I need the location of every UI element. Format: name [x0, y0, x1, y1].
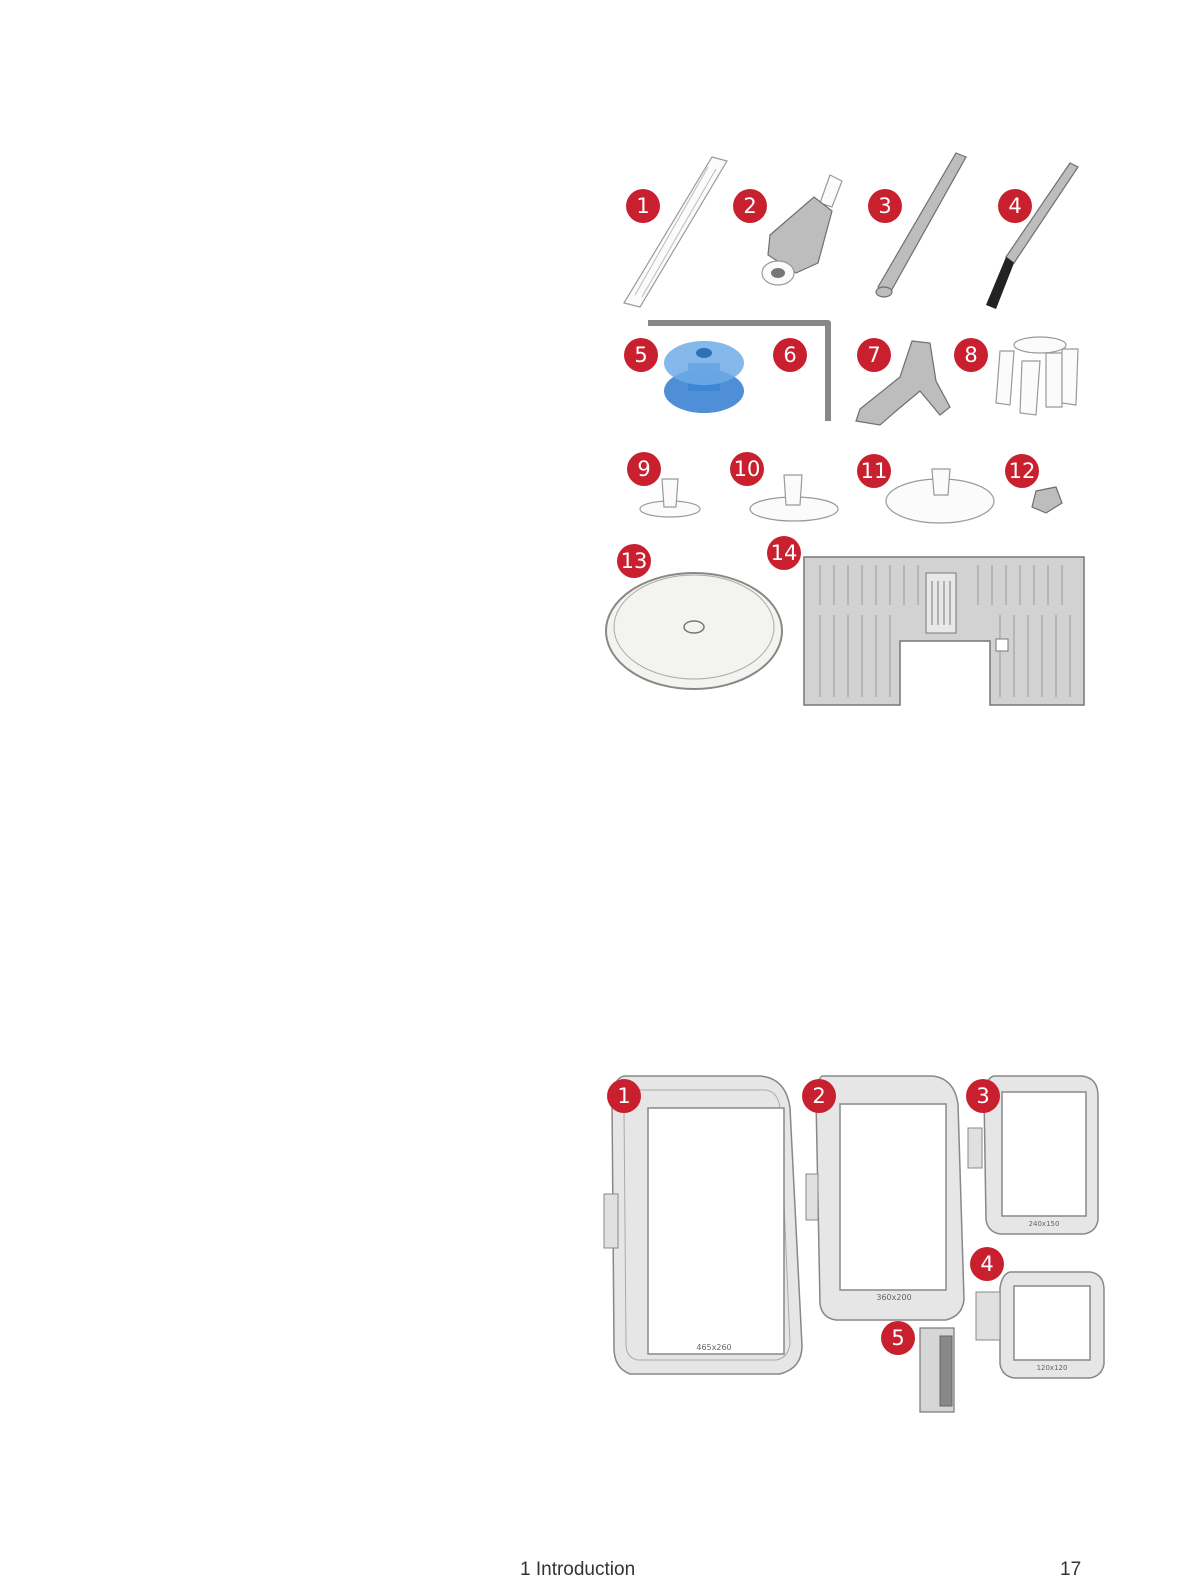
hoop-1-size-label: 465x260: [696, 1343, 731, 1352]
svg-text:10: 10: [734, 457, 761, 481]
accessory-11-image: [886, 469, 994, 523]
accessory-badge-3: 3: [868, 189, 902, 223]
hoop-badge-4: 4: [970, 1247, 1004, 1281]
accessory-14-image: [804, 557, 1084, 705]
hoop-badge-2: 2: [802, 1079, 836, 1113]
svg-text:5: 5: [891, 1326, 904, 1350]
accessory-2-image: [762, 175, 842, 285]
accessory-badge-2: 2: [733, 189, 767, 223]
accessory-8-image: [996, 337, 1078, 415]
svg-text:3: 3: [976, 1084, 989, 1108]
svg-text:4: 4: [1008, 194, 1021, 218]
accessory-badge-4: 4: [998, 189, 1032, 223]
accessories-figure: 1 2 3 4 5 6 7 8 9 10 11 12 13 14: [600, 145, 1090, 715]
accessory-5-image: [664, 341, 744, 413]
footer-page-number: 17: [1060, 1559, 1081, 1581]
svg-text:2: 2: [812, 1084, 825, 1108]
footer-chapter-title: 1 Introduction: [520, 1559, 635, 1581]
svg-text:6: 6: [783, 343, 796, 367]
svg-text:5: 5: [634, 343, 647, 367]
accessory-badge-14: 14: [767, 536, 801, 570]
accessory-badge-7: 7: [857, 338, 891, 372]
svg-text:14: 14: [771, 541, 798, 565]
accessory-badge-5: 5: [624, 338, 658, 372]
accessory-12-image: [1032, 487, 1062, 513]
accessory-10-image: [750, 475, 838, 521]
hoop-1-image: 465x260: [604, 1076, 802, 1374]
hoop-4-size-label: 120x120: [1037, 1364, 1068, 1372]
svg-text:11: 11: [861, 459, 888, 483]
svg-text:4: 4: [980, 1252, 993, 1276]
svg-text:8: 8: [964, 343, 977, 367]
hoop-badge-1: 1: [607, 1079, 641, 1113]
svg-text:7: 7: [867, 343, 880, 367]
svg-text:13: 13: [621, 549, 648, 573]
svg-text:9: 9: [637, 457, 650, 481]
svg-text:1: 1: [617, 1084, 630, 1108]
accessory-3-image: [876, 153, 966, 297]
accessory-badge-10: 10: [730, 452, 764, 486]
accessory-badge-9: 9: [627, 452, 661, 486]
accessory-badge-12: 12: [1005, 454, 1039, 488]
hoop-badge-3: 3: [966, 1079, 1000, 1113]
hoop-2-image: 360x200: [806, 1076, 964, 1320]
accessory-13-image: [606, 573, 782, 689]
accessory-1-image: [624, 157, 727, 307]
accessory-badge-6: 6: [773, 338, 807, 372]
hoop-2-size-label: 360x200: [876, 1293, 911, 1302]
svg-text:12: 12: [1009, 459, 1036, 483]
hoop-3-size-label: 240x150: [1029, 1220, 1060, 1228]
accessory-badge-13: 13: [617, 544, 651, 578]
embroidery-hoops-figure: 465x260 360x200 240x150 120x120 1 2 3 4 …: [590, 1068, 1120, 1414]
hoop-5-image: [920, 1328, 954, 1412]
hoop-4-image: 120x120: [976, 1272, 1104, 1378]
accessory-badge-11: 11: [857, 454, 891, 488]
svg-text:3: 3: [878, 194, 891, 218]
accessory-badge-1: 1: [626, 189, 660, 223]
svg-text:1: 1: [636, 194, 649, 218]
accessory-badge-8: 8: [954, 338, 988, 372]
svg-text:2: 2: [743, 194, 756, 218]
accessory-4-image: [986, 163, 1078, 309]
hoop-badge-5: 5: [881, 1321, 915, 1355]
